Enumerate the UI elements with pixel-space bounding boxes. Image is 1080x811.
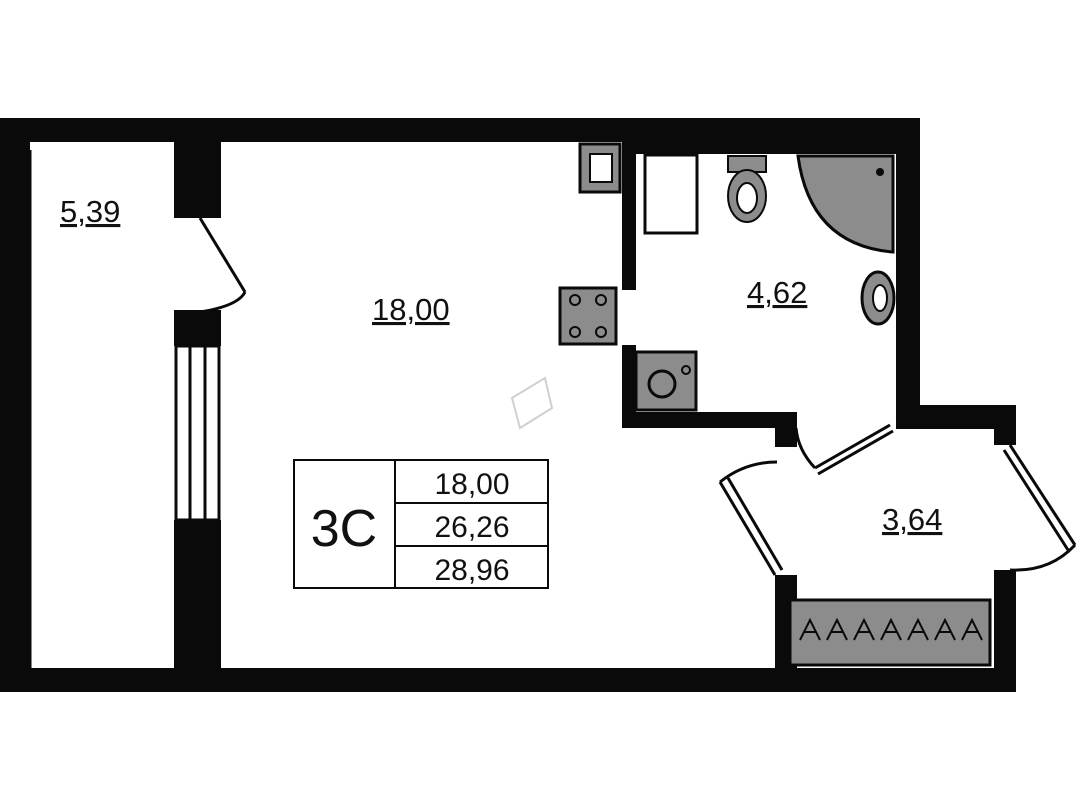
summary-total-area: 26,26 xyxy=(434,511,509,544)
wall-bottom xyxy=(0,668,1016,692)
wall-top xyxy=(0,118,920,142)
hall-door-right xyxy=(1002,444,1077,572)
washing-machine-icon xyxy=(634,350,698,412)
shower-icon xyxy=(796,154,895,254)
balcony-area-label: 5,39 xyxy=(60,194,120,229)
wall-partition-upper xyxy=(174,118,221,218)
wall-bath-bottom xyxy=(622,412,797,428)
apartment-code: 3С xyxy=(311,500,377,558)
entrance-door xyxy=(718,460,784,576)
kitchen-sink-icon xyxy=(578,142,622,194)
room-window xyxy=(174,344,221,522)
summary-living-area: 18,00 xyxy=(434,468,509,501)
radiator-icon xyxy=(788,598,992,667)
wall-bath-left-top xyxy=(622,140,636,290)
living-area-label: 18,00 xyxy=(372,292,450,327)
wall-right-upper xyxy=(896,118,920,418)
summary-table: 3С 18,00 26,26 28,96 xyxy=(293,459,549,589)
balcony-window xyxy=(10,150,32,668)
fridge-outline xyxy=(510,376,554,430)
toilet-icon xyxy=(727,155,767,223)
wall-partition-mid xyxy=(174,310,221,346)
cabinet-icon xyxy=(643,153,699,235)
wall-hall-right-top xyxy=(994,405,1016,445)
walls xyxy=(0,118,1016,692)
wall-hall-right-bottom xyxy=(994,570,1016,692)
wall-bath-top-inner xyxy=(622,140,898,154)
hall-area-label: 3,64 xyxy=(882,502,942,537)
summary-total-with-balcony: 28,96 xyxy=(434,554,509,587)
wall-balcony-left xyxy=(0,118,30,692)
washbasin-icon xyxy=(860,270,896,326)
wall-partition-lower xyxy=(174,520,221,692)
stove-icon xyxy=(558,286,618,346)
bathroom-area-label: 4,62 xyxy=(747,275,807,310)
wall-bath-left-bottom xyxy=(622,345,636,425)
bathroom-door xyxy=(794,423,894,476)
balcony-door xyxy=(198,217,247,314)
wall-hall-left-top xyxy=(775,412,797,447)
